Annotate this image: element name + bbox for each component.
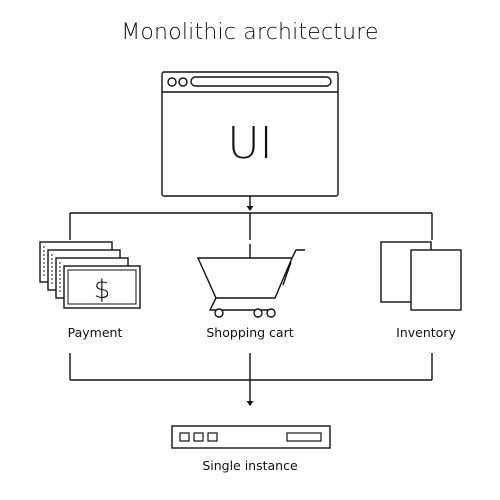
single-instance-label: Single instance [202, 458, 298, 473]
server-rack-icon [171, 425, 331, 449]
server-down-arrow [246, 380, 254, 406]
ui-window-icon: UI [161, 71, 339, 197]
top-connector-lines [69, 212, 433, 240]
diagram-title: Monolithic architecture [121, 20, 379, 45]
payment-label: Payment [67, 325, 123, 340]
ui-down-arrow [246, 196, 254, 211]
shopping-cart-icon [196, 244, 305, 318]
shopping-cart-label: Shopping cart [206, 325, 294, 340]
inventory-label: Inventory [396, 325, 456, 340]
dollar-sign: $ [94, 275, 111, 305]
money-stack-icon: $ [39, 241, 141, 309]
document-pages-icon [380, 241, 462, 311]
ui-label: UI [227, 118, 272, 169]
bottom-connector-lines [69, 353, 433, 381]
